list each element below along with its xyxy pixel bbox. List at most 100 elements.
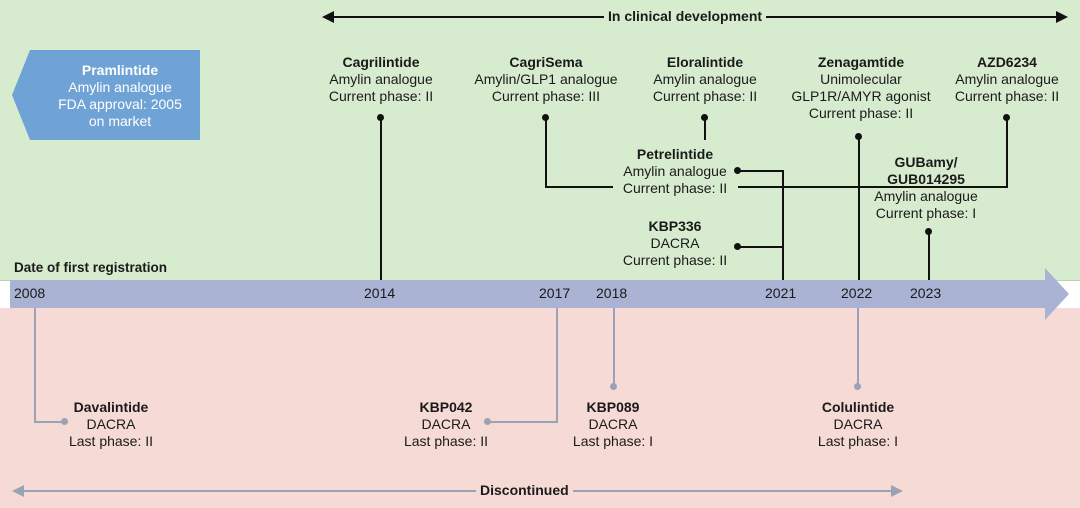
zenagamtide-dot — [855, 133, 862, 140]
drug-card-azd6234: AZD6234 Amylin analogue Current phase: I… — [942, 54, 1072, 105]
kbp042-connector-vertical — [556, 308, 558, 423]
2021-connector — [782, 170, 784, 280]
discontinued-range-label: Discontinued — [476, 482, 573, 498]
drug-phase: Current phase: II — [622, 180, 728, 196]
drug-card-kbp336: KBP336 DACRA Current phase: II — [612, 218, 738, 269]
colulintide-connector — [857, 308, 859, 386]
kbp042-dot — [484, 418, 491, 425]
year-label: 2008 — [14, 285, 46, 301]
drug-name: KBP042 — [419, 399, 473, 415]
clinical-range-left-arrowhead — [322, 11, 334, 23]
cagrilintide-connector — [380, 118, 382, 280]
azd6234-connector-horizontal — [738, 186, 1008, 188]
year-label: 2017 — [539, 285, 571, 301]
eloralintide-dot — [701, 114, 708, 121]
approved-card: Pramlintide Amylin analogue FDA approval… — [40, 62, 200, 130]
colulintide-dot — [854, 383, 861, 390]
drug-card-davalintide: Davalintide DACRA Last phase: II — [56, 399, 166, 450]
drug-name: CagriSema — [509, 54, 583, 70]
clinical-range-label: In clinical development — [604, 8, 767, 24]
clinical-range-right-arrowhead — [1056, 11, 1068, 23]
year-label: 2021 — [765, 285, 797, 301]
drug-card-cagrilintide: Cagrilintide Amylin analogue Current pha… — [311, 54, 451, 105]
year-label: 2022 — [841, 285, 873, 301]
drug-name: Cagrilintide — [342, 54, 420, 70]
timeline-axis — [10, 280, 1045, 308]
davalintide-dot — [61, 418, 68, 425]
drug-phase: Last phase: I — [572, 433, 654, 449]
drug-phase: Current phase: II — [808, 105, 914, 121]
drug-phase: Current phase: II — [622, 252, 728, 268]
drug-class: DACRA — [588, 416, 638, 432]
timeline-arrowhead — [1045, 268, 1069, 320]
drug-phase: Last phase: I — [817, 433, 899, 449]
drug-name: KBP089 — [586, 399, 640, 415]
drug-card-kbp089: KBP089 DACRA Last phase: I — [560, 399, 666, 450]
drug-name: Davalintide — [73, 399, 149, 415]
drug-name: GUBamy/ — [894, 154, 958, 170]
gubamy-connector — [928, 232, 930, 280]
drug-class: Amylin analogue — [329, 71, 433, 87]
approved-line3: on market — [88, 113, 152, 129]
approved-line1: Amylin analogue — [68, 79, 172, 95]
drug-card-gubamy: GUBamy/ GUB014295 Amylin analogue Curren… — [860, 154, 992, 222]
cagrisema-connector-vertical — [545, 118, 547, 188]
petrelintide-connector-horizontal — [738, 170, 784, 172]
drug-phase: Current phase: I — [875, 205, 977, 221]
drug-card-eloralintide: Eloralintide Amylin analogue Current pha… — [638, 54, 772, 105]
approved-name: Pramlintide — [81, 62, 159, 78]
drug-card-kbp042: KBP042 DACRA Last phase: II — [394, 399, 498, 450]
kbp089-connector — [613, 308, 615, 386]
zenagamtide-connector — [858, 137, 860, 280]
drug-phase: Current phase: II — [954, 88, 1060, 104]
axis-title: Date of first registration — [14, 260, 168, 275]
drug-card-zenagamtide: Zenagamtide Unimolecular GLP1R/AMYR agon… — [786, 54, 936, 122]
year-label: 2014 — [364, 285, 396, 301]
approved-line2: FDA approval: 2005 — [58, 96, 182, 112]
drug-card-petrelintide: Petrelintide Amylin analogue Current pha… — [612, 146, 738, 197]
clinical-development-region — [0, 0, 1080, 281]
cagrisema-dot — [542, 114, 549, 121]
drug-class: Amylin analogue — [874, 188, 978, 204]
petrelintide-dot — [734, 167, 741, 174]
cagrisema-connector-horizontal — [545, 186, 613, 188]
drug-card-cagrisema: CagriSema Amylin/GLP1 analogue Current p… — [461, 54, 631, 105]
year-label: 2018 — [596, 285, 628, 301]
discontinued-range-right-arrowhead — [891, 485, 903, 497]
year-label: 2023 — [910, 285, 942, 301]
davalintide-connector-horizontal — [34, 421, 64, 423]
drug-class: Amylin analogue — [653, 71, 757, 87]
drug-phase: Current phase: II — [328, 88, 434, 104]
azd6234-connector-vertical — [1006, 118, 1008, 188]
gubamy-dot — [925, 228, 932, 235]
drug-name: AZD6234 — [977, 54, 1037, 70]
drug-card-colulintide: Colulintide DACRA Last phase: I — [805, 399, 911, 450]
pramlintide-box — [12, 50, 200, 140]
drug-phase: Last phase: II — [68, 433, 154, 449]
drug-name: KBP336 — [648, 218, 702, 234]
drug-phase: Current phase: III — [491, 88, 601, 104]
drug-name: Colulintide — [821, 399, 895, 415]
drug-class: DACRA — [833, 416, 883, 432]
cagrilintide-dot — [377, 114, 384, 121]
drug-phase: Current phase: II — [652, 88, 758, 104]
drug-class: DACRA — [650, 235, 700, 251]
davalintide-connector-vertical — [34, 308, 36, 423]
eloralintide-connector — [704, 118, 706, 140]
drug-name: Eloralintide — [666, 54, 744, 70]
drug-class: Amylin/GLP1 analogue — [474, 71, 618, 87]
drug-name-code: GUB014295 — [887, 171, 965, 187]
discontinued-region — [0, 308, 1080, 508]
azd6234-dot — [1003, 114, 1010, 121]
drug-class: Amylin analogue — [955, 71, 1059, 87]
drug-class: Unimolecular — [820, 71, 902, 87]
drug-name: Zenagamtide — [817, 54, 905, 70]
kbp336-dot — [734, 243, 741, 250]
kbp336-connector-horizontal — [738, 246, 784, 248]
discontinued-range-left-arrowhead — [12, 485, 24, 497]
drug-class: DACRA — [421, 416, 471, 432]
drug-name: Petrelintide — [636, 146, 714, 162]
kbp042-connector-horizontal — [487, 421, 558, 423]
drug-class: GLP1R/AMYR agonist — [791, 88, 931, 104]
